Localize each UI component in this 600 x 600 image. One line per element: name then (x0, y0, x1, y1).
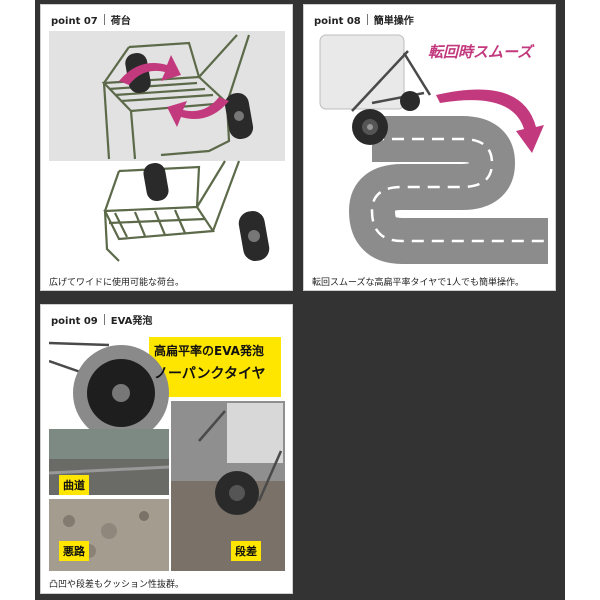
header-divider (103, 314, 105, 325)
banner-line-1: 高扁平率のEVA発泡 (154, 344, 264, 358)
card-caption: 転回スムーズな高扁平率タイヤで1人でも簡単操作。 (312, 278, 525, 288)
tire-image (49, 331, 285, 575)
card-title: EVA発泡 (110, 316, 153, 327)
banner-line-2: ノーパンクタイヤ (154, 366, 266, 382)
feature-card-point-07: point 07 荷台 (40, 4, 293, 291)
point-number: point 09 (51, 316, 98, 327)
feature-card-point-08: point 08 簡単操作 転回時スムーズ 転回スムーズな高扁平率タイヤで1人でも… (303, 4, 556, 291)
header-divider (366, 14, 368, 25)
card-title: 荷台 (110, 16, 131, 27)
card-caption: 広げてワイドに使用可能な荷台。 (49, 278, 185, 288)
label-step: 段差 (231, 541, 261, 561)
card-header: point 09 EVA発泡 (51, 312, 152, 327)
card-header: point 08 簡単操作 (314, 12, 414, 27)
cart-bed-image (49, 31, 285, 275)
card-title: 簡単操作 (373, 16, 414, 27)
point-number: point 08 (314, 16, 361, 27)
point-number: point 07 (51, 16, 98, 27)
turning-image (312, 31, 548, 275)
card-header: point 07 荷台 (51, 12, 131, 27)
label-curved-road: 曲道 (59, 475, 89, 495)
label-rough-road: 悪路 (59, 541, 89, 561)
header-divider (103, 14, 105, 25)
card-caption: 凸凹や段差もクッション性抜群。 (49, 580, 185, 590)
turning-overlay-text: 転回時スムーズ (428, 43, 533, 61)
